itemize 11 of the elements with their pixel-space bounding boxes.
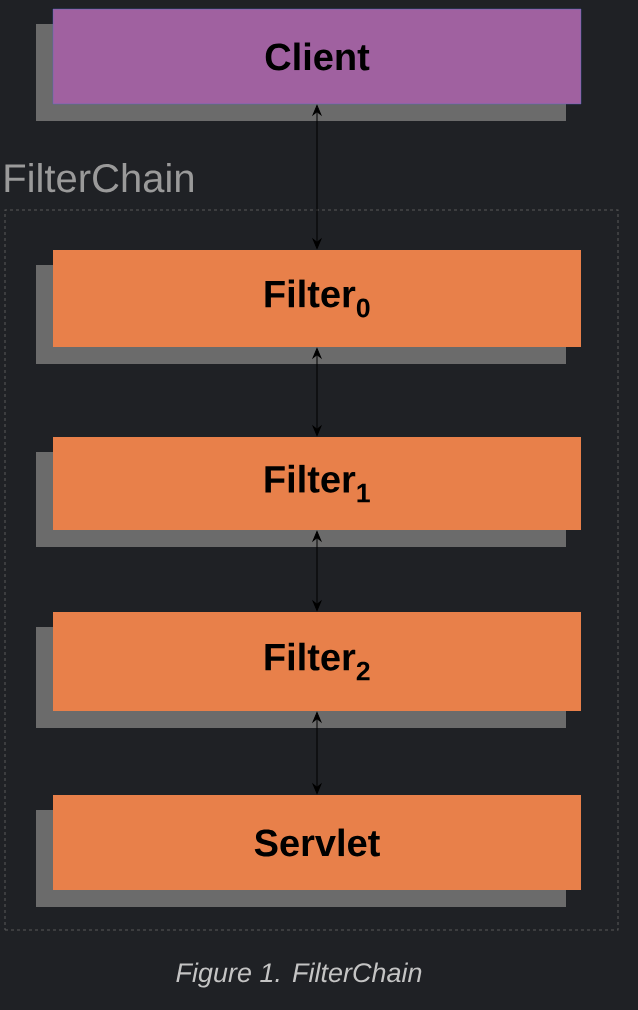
filter-box: Filter$_{2}$ — [36, 612, 581, 728]
chain-heading: FilterChain — [5, 163, 193, 193]
double-arrow — [312, 105, 322, 249]
double-arrow — [312, 348, 322, 436]
double-arrow — [312, 531, 322, 611]
figure-caption: Figure 1. FilterChain — [176, 962, 422, 988]
client-box: Client — [36, 8, 582, 121]
filter-box: Filter$_{0}$ — [36, 250, 581, 364]
filter-box: Filter$_{1}$ — [36, 437, 581, 547]
filter-box: Servlet — [36, 795, 581, 907]
double-arrow — [312, 712, 322, 794]
